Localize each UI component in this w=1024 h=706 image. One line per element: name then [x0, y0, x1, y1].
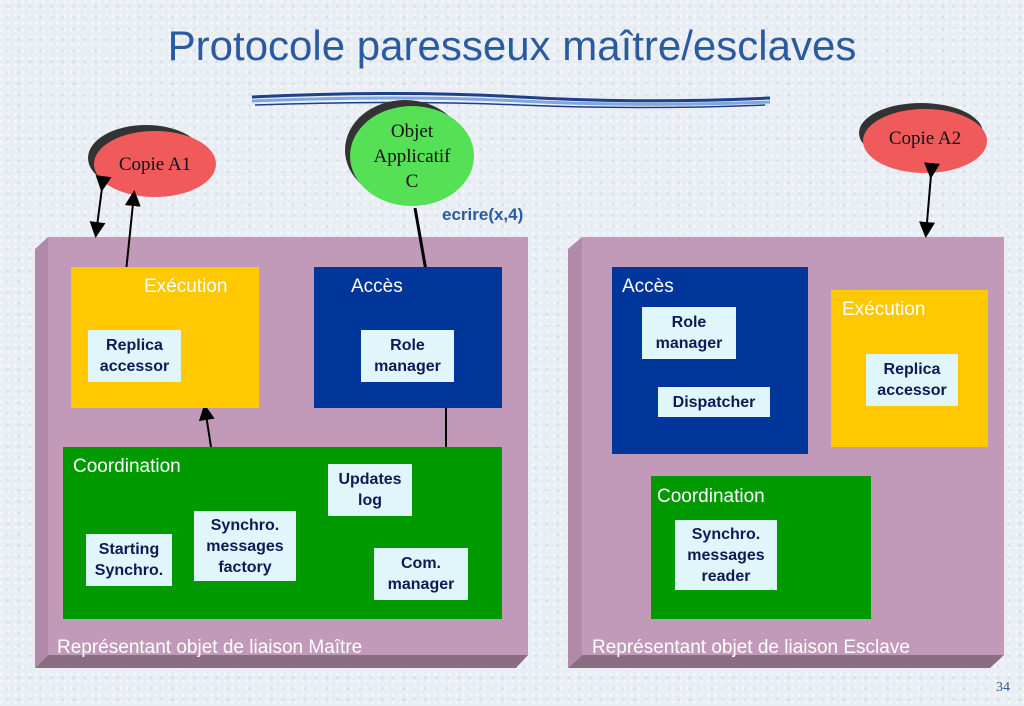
page-number: 34 [996, 680, 1010, 695]
arrow-coord-execution [198, 404, 215, 448]
synchro-messages-factory: Synchro. messages factory [194, 511, 296, 581]
slave-execution-label: Exécution [842, 299, 926, 320]
copie-a2-ellipse [863, 109, 987, 173]
objet-ellipse [350, 106, 474, 206]
dispatcher: Dispatcher [658, 387, 770, 417]
slave-acces-box [612, 267, 808, 454]
objet-applicatif: Objet Applicatif C [373, 120, 451, 192]
arrow-copieA1-panel [89, 175, 112, 238]
updates-log: Updates log [328, 464, 412, 516]
com-manager: Com. manager [374, 548, 468, 600]
slide-title: Protocole paresseux maître/esclaves [167, 22, 857, 69]
slave-coordination-label: Coordination [657, 486, 765, 507]
copie-a2: Copie A2 [888, 127, 962, 149]
slave-replica-accessor: Replica accessor [866, 354, 958, 406]
slave-acces-label: Accès [622, 276, 674, 297]
title-underline-decoration [251, 92, 771, 109]
ecrire-label: ecrire(x,4) [442, 205, 524, 224]
arrow-copieA2-panel [919, 162, 940, 238]
master-replica-accessor: Replica accessor [88, 330, 181, 382]
master-acces-label: Accès [351, 276, 403, 297]
copie-a1: Copie A1 [118, 153, 192, 175]
master-coordination-label: Coordination [73, 456, 181, 477]
synchro-messages-reader: Synchro. messages reader [675, 520, 777, 590]
starting-synchro: Starting Synchro. [86, 534, 172, 586]
slave-role-manager: Role manager [642, 307, 736, 359]
copie-a1-ellipse [94, 131, 216, 197]
master-execution-label: Exécution [144, 276, 228, 297]
master-role-manager: Role manager [361, 330, 454, 382]
slave-footer: Représentant objet de liaison Esclave [592, 637, 910, 658]
master-footer: Représentant objet de liaison Maître [57, 637, 363, 658]
